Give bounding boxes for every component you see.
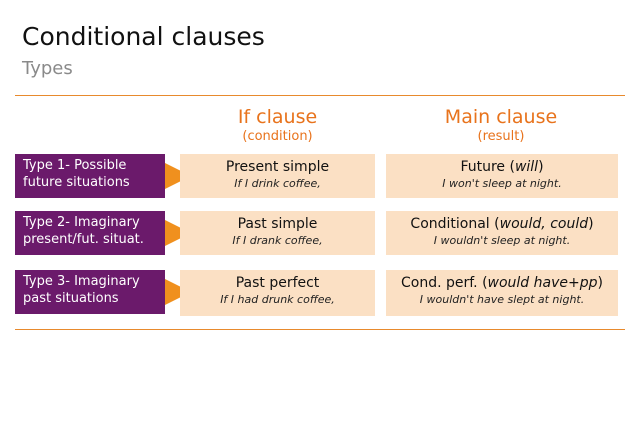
type-2-if-example: If I drank coffee,: [232, 234, 323, 247]
type-3-main-tense: Cond. perf. (would have+pp): [401, 275, 603, 291]
slide-subtitle: Types: [22, 58, 73, 79]
type-3-label: Type 3- Imaginary past situations: [15, 270, 165, 314]
main-clause-subheading: (result): [477, 129, 525, 144]
type-1-line-1: Type 1- Possible: [23, 158, 127, 173]
type-3-line-2: past situations: [23, 291, 119, 306]
type-2-main-cell: Conditional (would, could) I wouldn't sl…: [386, 211, 618, 255]
type-1-main-tense: Future (will): [460, 159, 544, 175]
type-1-label: Type 1- Possible future situations: [15, 154, 165, 198]
type-1-if-tense: Present simple: [225, 159, 330, 175]
type-1-main-example: I won't sleep at night.: [442, 177, 562, 190]
if-clause-subheading: (condition): [242, 129, 313, 144]
main-clause-heading: Main clause: [444, 106, 558, 128]
type-3-if-cell: Past perfect If I had drunk coffee,: [180, 270, 375, 316]
type-2-if-cell: Past simple If I drank coffee,: [180, 211, 375, 255]
main-clause-header: Main clause (result): [386, 106, 616, 145]
type-2-main-tense: Conditional (would, could): [410, 216, 594, 232]
type-2-label: Type 2- Imaginary present/fut. situat.: [15, 211, 165, 255]
if-clause-heading: If clause: [237, 106, 318, 128]
type-3-main-cell: Cond. perf. (would have+pp) I wouldn't h…: [386, 270, 618, 316]
type-3-if-example: If I had drunk coffee,: [220, 293, 335, 306]
type-3-main-example: I wouldn't have slept at night.: [419, 293, 585, 306]
type-1-main-cell: Future (will) I won't sleep at night.: [386, 154, 618, 198]
slide-title: Conditional clauses: [22, 22, 265, 51]
type-2-if-tense: Past simple: [237, 216, 318, 232]
if-clause-header: If clause (condition): [180, 106, 375, 145]
type-3-if-tense: Past perfect: [235, 275, 320, 291]
top-divider: [15, 95, 625, 96]
type-1-line-2: future situations: [23, 175, 130, 190]
bottom-divider: [15, 329, 625, 330]
type-2-main-example: I wouldn't sleep at night.: [433, 234, 571, 247]
type-2-line-2: present/fut. situat.: [23, 232, 144, 247]
type-1-if-example: If I drink coffee,: [234, 177, 321, 190]
type-1-if-cell: Present simple If I drink coffee,: [180, 154, 375, 198]
type-3-line-1: Type 3- Imaginary: [23, 274, 140, 289]
type-2-line-1: Type 2- Imaginary: [23, 215, 140, 230]
